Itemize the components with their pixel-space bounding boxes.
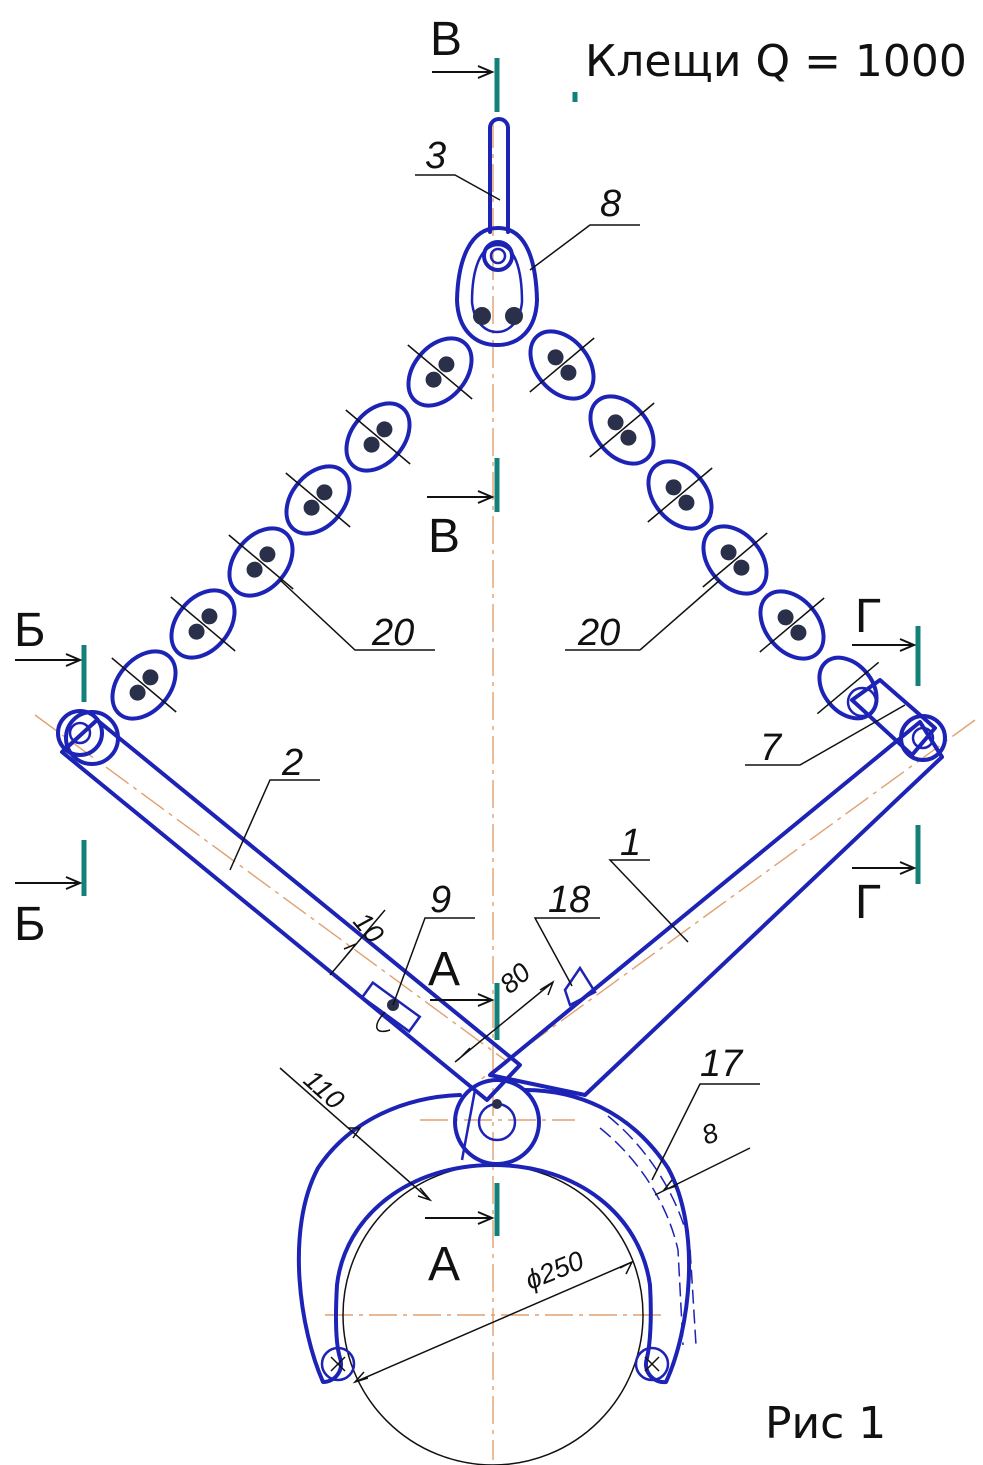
dimension-d250: ϕ250 [521, 1245, 588, 1295]
dimension-8: 8 [698, 1117, 722, 1150]
part-number-chain-left: 20 [371, 612, 414, 654]
section-mark-v-bottom: В [428, 510, 460, 563]
bow-3 [488, 117, 510, 234]
levers [56, 678, 947, 1166]
shackle-8 [455, 226, 539, 347]
figure-label: Рис 1 [765, 1398, 886, 1449]
pin-slot [360, 980, 422, 1034]
stop-block [563, 965, 597, 1007]
section-mark-a-top: А [428, 943, 460, 996]
section-mark-g-top: Г [855, 590, 881, 643]
section-marks [15, 58, 921, 1236]
main-pivot-outer [453, 1078, 541, 1166]
dimension-80: 80 [494, 957, 536, 999]
left-jaw [296, 1093, 495, 1385]
axis-lines [34, 120, 976, 1460]
part-number-pin: 9 [430, 879, 451, 921]
dimension-110: 110 [298, 1064, 350, 1115]
suspension [455, 117, 539, 347]
section-mark-a-bottom: А [428, 1238, 460, 1291]
part-number-shackle: 8 [600, 183, 621, 225]
lever-right-body [488, 720, 944, 1097]
spring-slot [599, 1115, 697, 1346]
part-number-lever-left: 2 [281, 742, 303, 784]
part-number-bow: 3 [425, 135, 446, 177]
jaws-assembly [296, 1088, 697, 1465]
part-number-link: 7 [760, 727, 783, 769]
leader-lines [229, 174, 906, 1181]
chain-right [528, 329, 880, 721]
lever-left-body [60, 718, 522, 1102]
section-mark-g-bottom: Г [855, 876, 881, 929]
part-number-spring: 17 [700, 1043, 744, 1085]
section-mark-v-top: В [430, 13, 462, 66]
dimension-lines [279, 909, 751, 1384]
link-7 [850, 678, 937, 757]
section-mark-b-bottom: Б [14, 898, 46, 951]
chain-left [110, 336, 474, 721]
part-number-stop: 18 [548, 879, 590, 921]
part-number-lever-right: 1 [620, 822, 641, 864]
section-mark-b-top: Б [14, 604, 46, 657]
drawing-title: Клещи Q = 1000 кгс [585, 36, 983, 87]
right-jaw [491, 1088, 692, 1385]
part-number-chain-right: 20 [577, 612, 620, 654]
